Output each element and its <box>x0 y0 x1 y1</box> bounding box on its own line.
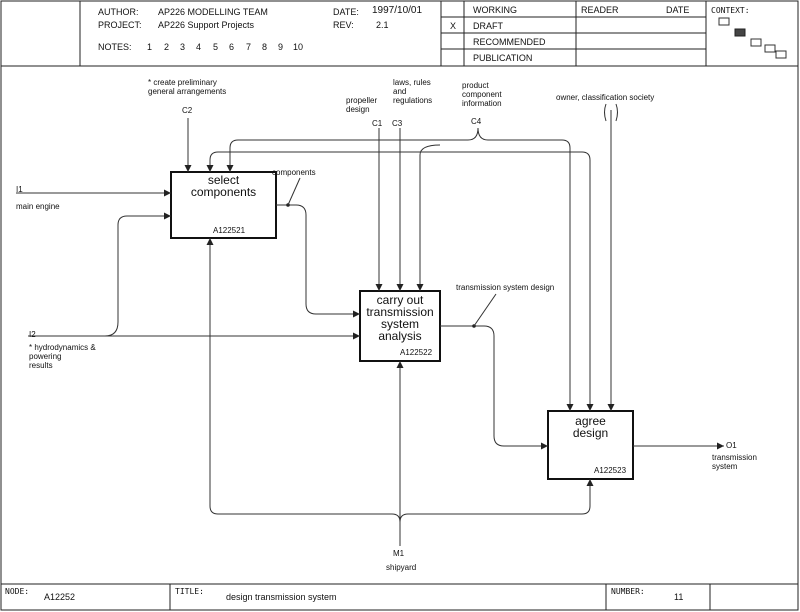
arrow-c4-to-box2 <box>416 144 441 291</box>
arrow-m1-to-box1 <box>206 238 401 523</box>
notes-label: NOTES: <box>98 42 132 52</box>
date-label: DATE: <box>333 7 359 17</box>
control-c1-code: C1 <box>372 119 383 128</box>
reader-label: READER <box>581 5 619 15</box>
context-box-2-highlighted <box>734 28 746 37</box>
rev-label: REV: <box>333 20 354 30</box>
project-label: PROJECT: <box>98 20 142 30</box>
title-value: design transmission system <box>226 592 337 602</box>
number-label: NUMBER: <box>611 587 645 596</box>
arrow-transmission-system-design <box>440 325 548 450</box>
date-value: 1997/10/01 <box>372 5 423 16</box>
note-8[interactable]: 8 <box>262 42 268 52</box>
output-o1-code: O1 <box>726 441 737 450</box>
box-3-title: agree design <box>572 414 609 440</box>
context-label: CONTEXT: <box>711 6 750 15</box>
note-7[interactable]: 7 <box>246 42 252 52</box>
tunnel-control-label: owner, classification society <box>556 93 655 102</box>
control-c2-code: C2 <box>182 106 193 115</box>
note-3[interactable]: 3 <box>180 42 186 52</box>
transmission-system-design-label: transmission system design <box>456 283 555 292</box>
note-2[interactable]: 2 <box>164 42 170 52</box>
rev-value: 2.1 <box>376 20 389 30</box>
input-i1-code: I1 <box>16 185 23 194</box>
note-9[interactable]: 9 <box>278 42 284 52</box>
node-label: NODE: <box>5 587 30 596</box>
box-1-title: select components <box>190 173 257 199</box>
input-i2-label: * hydrodynamics & powering results <box>29 343 96 370</box>
author-label: AUTHOR: <box>98 7 139 17</box>
output-o1-label: transmission system <box>712 453 757 471</box>
control-c2-label: * create preliminary general arrangement… <box>148 78 227 96</box>
mechanism-m1-label: shipyard <box>386 563 417 572</box>
status-publication[interactable]: PUBLICATION <box>473 53 533 63</box>
note-10[interactable]: 10 <box>293 42 304 52</box>
note-1[interactable]: 1 <box>147 42 153 52</box>
box-agree-design[interactable] <box>547 410 634 480</box>
arrow-c3-to-box1 <box>206 151 400 172</box>
box-3-number: A122523 <box>594 466 627 475</box>
box-2-title: carry out transmission system analysis <box>366 293 434 343</box>
reader-date-label: DATE <box>666 5 690 15</box>
components-label: components <box>272 168 316 177</box>
arrow-c3-to-box3 <box>400 151 594 411</box>
node-value: A12252 <box>44 592 76 602</box>
status-recommended[interactable]: RECOMMENDED <box>473 37 546 47</box>
arrow-c4-to-box1 <box>226 127 479 172</box>
arrow-m1-to-box3 <box>399 479 594 523</box>
context-box-5 <box>775 50 787 59</box>
mechanism-m1-code: M1 <box>393 549 405 558</box>
note-6[interactable]: 6 <box>229 42 235 52</box>
author-value: AP226 MODELLING TEAM <box>158 7 268 17</box>
status-draft[interactable]: DRAFT <box>473 21 503 31</box>
control-c3-label: laws, rules and regulations <box>393 78 433 105</box>
arrow-c4-to-box3 <box>477 127 574 411</box>
control-c4-label: product component information <box>462 81 502 108</box>
project-value: AP226 Support Projects <box>158 20 255 30</box>
input-i1-label: main engine <box>16 202 60 211</box>
status-mark: X <box>450 21 457 31</box>
arrow-components <box>276 204 360 318</box>
title-label: TITLE: <box>175 587 204 596</box>
number-value: 11 <box>674 592 684 602</box>
context-box-4 <box>764 44 776 53</box>
control-c4-code: C4 <box>471 117 482 126</box>
box-1-number: A122521 <box>213 226 246 235</box>
arrow-i2-branch <box>104 212 171 337</box>
control-c1-label: propeller design <box>346 96 378 114</box>
context-box-3 <box>750 38 762 47</box>
box-2-number: A122522 <box>400 348 433 357</box>
note-5[interactable]: 5 <box>213 42 219 52</box>
note-4[interactable]: 4 <box>196 42 202 52</box>
input-i2-code: I2 <box>29 330 36 339</box>
status-working[interactable]: WORKING <box>473 5 517 15</box>
context-box-1 <box>718 17 730 26</box>
control-c3-code: C3 <box>392 119 403 128</box>
